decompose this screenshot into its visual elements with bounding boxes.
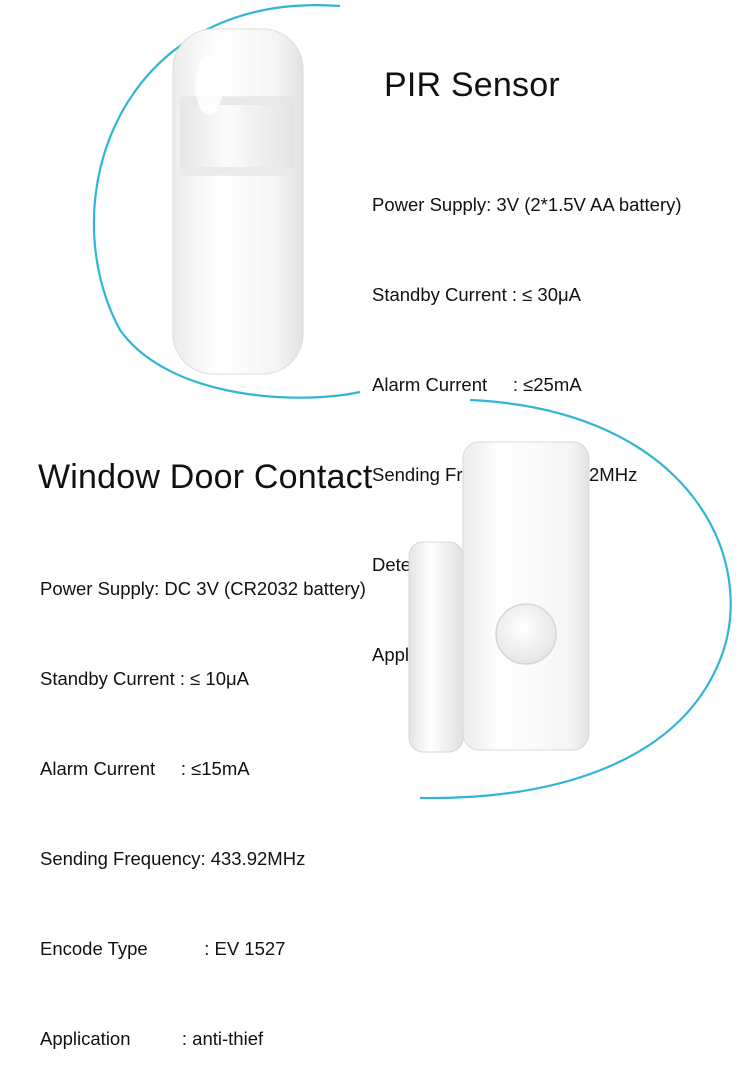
contact-title: Window Door Contact	[38, 458, 373, 496]
sensor-main-part	[462, 441, 590, 751]
contact-spec-alarm: Alarm Current : ≤15mA	[40, 758, 250, 779]
door-contact-image	[408, 441, 590, 753]
contact-spec-list: Power Supply: DC 3V (CR2032 battery) Sta…	[40, 514, 366, 1084]
pir-title: PIR Sensor	[384, 66, 560, 104]
contact-spec-application: Application : anti-thief	[40, 1028, 264, 1049]
contact-spec-standby: Standby Current : ≤ 10μA	[40, 668, 250, 689]
pir-spec-standby: Standby Current : ≤ 30μA	[372, 284, 582, 305]
pir-spec-alarm: Alarm Current : ≤25mA	[372, 374, 582, 395]
magnet-part	[408, 541, 464, 753]
contact-spec-power: Power Supply: DC 3V (CR2032 battery)	[40, 578, 366, 599]
bottom-arc	[419, 398, 732, 800]
contact-spec-frequency: Sending Frequency: 433.92MHz	[40, 848, 306, 869]
pir-spec-power: Power Supply: 3V (2*1.5V AA battery)	[372, 194, 682, 215]
button-circle	[495, 603, 557, 665]
pir-sensor-image	[172, 28, 304, 375]
contact-spec-encode: Encode Type : EV 1527	[40, 938, 286, 959]
